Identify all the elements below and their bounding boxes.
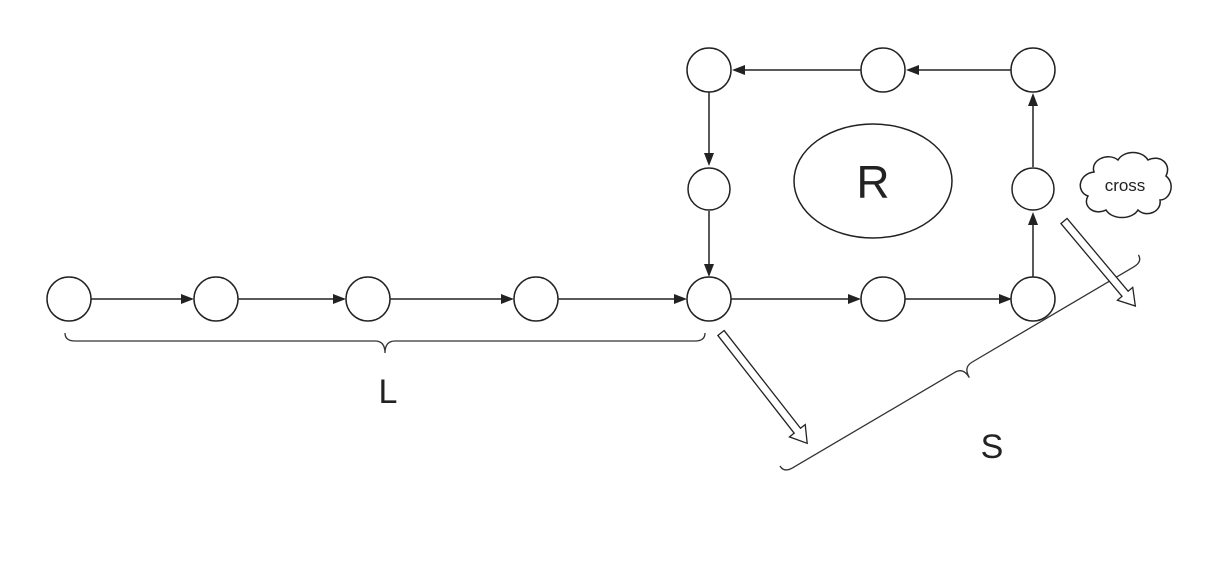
node-tail-1 — [46, 276, 92, 322]
cycle-edges — [704, 65, 1038, 304]
tail-edges — [91, 294, 687, 304]
node-cycle-7 — [687, 167, 731, 211]
node-cycle-3 — [1011, 167, 1055, 211]
hollow-arrow-left — [716, 329, 808, 445]
ring-ellipse — [793, 123, 953, 239]
arrowhead-c6 — [732, 65, 745, 75]
label-L: L — [379, 373, 398, 411]
cross-cloud-shape — [1079, 151, 1172, 219]
arrowhead-entry — [674, 294, 687, 304]
node-tail-2 — [193, 276, 239, 322]
node-cycle-entry — [686, 276, 732, 322]
nodes — [46, 47, 1056, 322]
node-cycle-6 — [686, 47, 732, 93]
label-S: S — [981, 428, 1004, 466]
arrowhead-c5 — [906, 65, 919, 75]
cross-label: cross — [1105, 176, 1146, 195]
arrowhead-c7 — [704, 153, 714, 166]
hollow-arrow-right-shape — [1060, 217, 1137, 307]
arrowhead-c2 — [999, 294, 1012, 304]
hollow-arrow-left-shape — [716, 329, 808, 445]
node-cycle-2 — [1010, 276, 1056, 322]
brace-L — [64, 332, 706, 354]
arrowhead-n2 — [181, 294, 194, 304]
hollow-arrow-right — [1060, 217, 1137, 307]
brace-S — [779, 254, 1141, 471]
arrowhead-c3 — [1028, 212, 1038, 225]
arrowhead-n3 — [333, 294, 346, 304]
arrowhead-c1 — [848, 294, 861, 304]
arrowhead-entry-from-top — [704, 264, 714, 277]
arrowhead-n4 — [501, 294, 514, 304]
node-cycle-4 — [1010, 47, 1056, 93]
brace-S-group — [779, 254, 1141, 471]
ring-label: R — [856, 156, 889, 208]
node-cycle-1 — [860, 276, 906, 322]
arrowhead-c4 — [1028, 93, 1038, 106]
node-cycle-5 — [860, 47, 906, 93]
node-tail-3 — [345, 276, 391, 322]
node-tail-4 — [513, 276, 559, 322]
